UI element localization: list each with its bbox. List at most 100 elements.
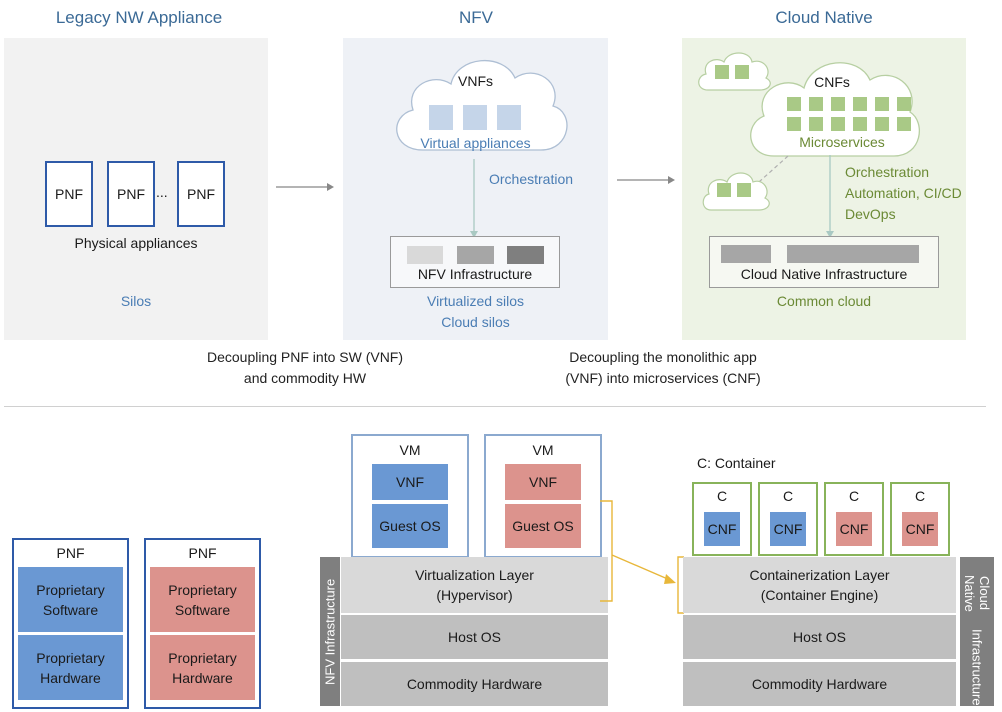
vnf-square-1	[429, 105, 453, 130]
arrow-down-icon	[826, 155, 834, 238]
container-title: C	[914, 488, 926, 504]
caption-line: (VNF) into microservices (CNF)	[565, 370, 761, 386]
cnf-square	[787, 97, 801, 111]
legacy-panel: PNF PNF ... PNF Physical appliances Silo…	[4, 38, 268, 340]
vnf-block: VNF	[372, 464, 448, 500]
block-line: Proprietary	[168, 581, 237, 598]
cloud-silos-label: Cloud silos	[441, 314, 510, 330]
proprietary-software-block: Proprietary Software	[150, 567, 255, 632]
block-line: Hardware	[172, 669, 233, 686]
cnf-square-small-4	[737, 183, 751, 197]
cnf-square	[853, 117, 867, 131]
sidebar-line: Cloud Native	[962, 574, 992, 612]
block-line: Proprietary	[168, 649, 237, 666]
container-title: C	[782, 488, 794, 504]
automation-cicd-label: Automation, CI/CD	[845, 185, 962, 201]
cnf-square	[853, 97, 867, 111]
arrow-right-icon	[617, 176, 675, 184]
cnf-square-small-1	[715, 65, 729, 79]
infra-block-dark	[507, 246, 544, 264]
devops-label: DevOps	[845, 206, 896, 222]
cnf-square	[875, 97, 889, 111]
cnf-square	[831, 117, 845, 131]
cnf-block: CNF	[770, 512, 806, 546]
layer-line: (Hypervisor)	[436, 587, 513, 603]
vnf-square-2	[463, 105, 487, 130]
proprietary-software-block: Proprietary Software	[18, 567, 123, 632]
pnf-box-1: PNF	[45, 161, 93, 227]
container-legend: C: Container	[697, 455, 776, 471]
block-line: Proprietary	[36, 581, 105, 598]
cnfs-label: CNFs	[814, 74, 850, 90]
orchestration-label: Orchestration	[489, 171, 574, 187]
cloud-native-panel: CNFs Microservices Orchestration Automat…	[682, 38, 966, 340]
block-line: Software	[174, 601, 231, 618]
vm-title: VM	[399, 442, 421, 458]
cloud-native-infrastructure-box: Cloud Native Infrastructure	[709, 236, 939, 288]
cnf-square	[831, 97, 845, 111]
layer-line: Containerization Layer	[749, 567, 890, 583]
sidebar-line: Infrastructure	[969, 629, 985, 706]
arrow-down-icon	[470, 159, 478, 238]
caption-line: Decoupling PNF into SW (VNF)	[206, 349, 404, 365]
virtual-appliances-label: Virtual appliances	[420, 135, 531, 151]
cloud-native-infrastructure-label: Cloud Native Infrastructure	[740, 266, 908, 282]
pnf-box-2: PNF	[107, 161, 155, 227]
cnf-block: CNF	[902, 512, 938, 546]
cnf-square-small-3	[717, 183, 731, 197]
orchestration-label: Orchestration	[845, 164, 930, 180]
cnf-block: CNF	[836, 512, 872, 546]
container-title: C	[716, 488, 728, 504]
block-line: Software	[42, 601, 99, 618]
infra-block-light	[407, 246, 443, 264]
infra-block-small	[721, 245, 771, 263]
block-line: Proprietary	[36, 649, 105, 666]
container-box-3: C CNF	[824, 482, 884, 556]
container-title: C	[848, 488, 860, 504]
block-line: Hardware	[40, 669, 101, 686]
commodity-hardware-layer: Commodity Hardware	[683, 662, 956, 706]
cloud-native-infrastructure-sidebar: Cloud Native Infrastructure	[960, 557, 994, 706]
decoupling-monolithic-caption: Decoupling the monolithic app (VNF) into…	[543, 347, 783, 389]
physical-appliances-label: Physical appliances	[74, 235, 198, 251]
vnf-square-3	[497, 105, 521, 130]
cnf-block: CNF	[704, 512, 740, 546]
host-os-layer: Host OS	[341, 615, 608, 659]
vnf-block: VNF	[505, 464, 581, 500]
vm-box-2: VM VNF Guest OS	[484, 434, 602, 558]
pnf-box-3: PNF	[177, 161, 225, 227]
virtualization-layer: Virtualization Layer (Hypervisor)	[341, 557, 608, 613]
bracket-connector-icon	[600, 500, 684, 614]
infra-block-mid	[457, 246, 494, 264]
pnf-stack-blue: PNF Proprietary Software Proprietary Har…	[12, 538, 129, 709]
nfv-infrastructure-box: NFV Infrastructure	[390, 236, 560, 288]
nfv-infrastructure-sidebar: NFV Infrastructure	[320, 557, 340, 706]
containerization-layer: Containerization Layer (Container Engine…	[683, 557, 956, 613]
cnf-square	[897, 97, 911, 111]
caption-line: Decoupling the monolithic app	[569, 349, 757, 365]
layer-line: (Container Engine)	[760, 587, 879, 603]
host-os-layer: Host OS	[683, 615, 956, 659]
caption-line: and commodity HW	[243, 370, 367, 386]
proprietary-hardware-block: Proprietary Hardware	[150, 635, 255, 700]
small-cloud-icon	[702, 172, 770, 211]
infra-block-wide	[787, 245, 919, 263]
arrow-right-icon	[276, 183, 334, 191]
microservices-label: Microservices	[799, 134, 885, 150]
proprietary-hardware-block: Proprietary Hardware	[18, 635, 123, 700]
pnf-stack-red: PNF Proprietary Software Proprietary Har…	[144, 538, 261, 709]
container-box-2: C CNF	[758, 482, 818, 556]
small-cloud-icon	[698, 52, 771, 91]
cnf-square	[897, 117, 911, 131]
legacy-title: Legacy NW Appliance	[55, 8, 223, 27]
vnfs-label: VNFs	[458, 73, 493, 89]
nfv-panel: VNFs Virtual appliances Orchestration NF…	[343, 38, 608, 340]
pnf-stack-title: PNF	[56, 545, 85, 561]
common-cloud-label: Common cloud	[776, 293, 872, 309]
cnf-square-small-2	[735, 65, 749, 79]
commodity-hardware-layer: Commodity Hardware	[341, 662, 608, 706]
layer-line: Virtualization Layer	[415, 567, 534, 583]
nfv-infrastructure-label: NFV Infrastructure	[417, 266, 533, 282]
pnf-stack-title: PNF	[188, 545, 217, 561]
guest-os-block: Guest OS	[372, 504, 448, 548]
